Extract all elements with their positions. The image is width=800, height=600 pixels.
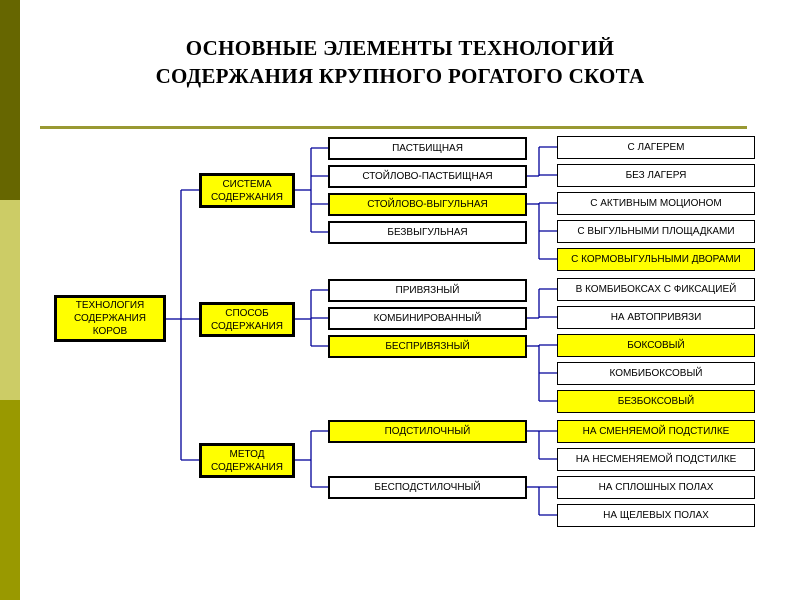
detail-label: БОКСОВЫЙ — [627, 340, 685, 351]
decorative-sidebar — [0, 0, 20, 600]
subtype-node: ПАСТБИЩНАЯ — [328, 137, 527, 160]
subtype-label: БЕСПРИВЯЗНЫЙ — [385, 341, 470, 352]
title-line-2: СОДЕРЖАНИЯ КРУПНОГО РОГАТОГО СКОТА — [155, 64, 645, 88]
detail-node: БОКСОВЫЙ — [557, 334, 755, 357]
detail-node: С АКТИВНЫМ МОЦИОНОМ — [557, 192, 755, 215]
subtype-node: КОМБИНИРОВАННЫЙ — [328, 307, 527, 330]
detail-node: С КОРМОВЫГУЛЬНЫМИ ДВОРАМИ — [557, 248, 755, 271]
subtype-label: КОМБИНИРОВАННЫЙ — [373, 313, 482, 324]
detail-label: С АКТИВНЫМ МОЦИОНОМ — [590, 198, 722, 209]
detail-node: БЕЗ ЛАГЕРЯ — [557, 164, 755, 187]
detail-label: НА СМЕНЯЕМОЙ ПОДСТИЛКЕ — [582, 426, 730, 437]
root-label-line: КОРОВ — [92, 326, 128, 337]
subtype-label: БЕЗВЫГУЛЬНАЯ — [387, 227, 468, 238]
detail-node: БЕЗБОКСОВЫЙ — [557, 390, 755, 413]
category-node-bedding-method: МЕТОД СОДЕРЖАНИЯ — [199, 443, 295, 478]
detail-node: КОМБИБОКСОВЫЙ — [557, 362, 755, 385]
detail-label: С КОРМОВЫГУЛЬНЫМИ ДВОРАМИ — [571, 254, 741, 265]
detail-node: НА АВТОПРИВЯЗИ — [557, 306, 755, 329]
root-node: ТЕХНОЛОГИЯ СОДЕРЖАНИЯ КОРОВ — [54, 295, 166, 342]
subtype-node: СТОЙЛОВО-ПАСТБИЩНАЯ — [328, 165, 527, 188]
subtype-node: БЕСПРИВЯЗНЫЙ — [328, 335, 527, 358]
detail-label: НА ЩЕЛЕВЫХ ПОЛАХ — [603, 510, 709, 521]
detail-label: С ЛАГЕРЕМ — [627, 142, 685, 153]
category-node-method-of-keeping: СПОСОБ СОДЕРЖАНИЯ — [199, 302, 295, 337]
detail-label: В КОМБИБОКСАХ С ФИКСАЦИЕЙ — [575, 284, 737, 295]
sidebar-segment-top — [0, 0, 20, 200]
subtype-label: СТОЙЛОВО-ВЫГУЛЬНАЯ — [367, 199, 488, 210]
detail-label: НА АВТОПРИВЯЗИ — [610, 312, 702, 323]
subtype-node: БЕСПОДСТИЛОЧНЫЙ — [328, 476, 527, 499]
detail-label: НА СПЛОШНЫХ ПОЛАХ — [598, 482, 714, 493]
root-label-line: СОДЕРЖАНИЯ — [73, 313, 147, 324]
category-label-line: СИСТЕМА — [222, 178, 272, 190]
detail-node: НА СМЕНЯЕМОЙ ПОДСТИЛКЕ — [557, 420, 755, 443]
subtype-node: ПОДСТИЛОЧНЫЙ — [328, 420, 527, 443]
detail-label: НА НЕСМЕНЯЕМОЙ ПОДСТИЛКЕ — [575, 454, 737, 465]
detail-node: С ЛАГЕРЕМ — [557, 136, 755, 159]
subtype-node: СТОЙЛОВО-ВЫГУЛЬНАЯ — [328, 193, 527, 216]
subtype-node: ПРИВЯЗНЫЙ — [328, 279, 527, 302]
detail-node: НА НЕСМЕНЯЕМОЙ ПОДСТИЛКЕ — [557, 448, 755, 471]
subtype-label: ПРИВЯЗНЫЙ — [395, 285, 460, 296]
category-label-line: СОДЕРЖАНИЯ — [210, 461, 284, 473]
detail-node: НА СПЛОШНЫХ ПОЛАХ — [557, 476, 755, 499]
detail-label: БЕЗБОКСОВЫЙ — [617, 396, 695, 407]
subtype-label: БЕСПОДСТИЛОЧНЫЙ — [374, 482, 481, 493]
detail-node: В КОМБИБОКСАХ С ФИКСАЦИЕЙ — [557, 278, 755, 301]
subtype-label: ПАСТБИЩНАЯ — [392, 143, 463, 154]
sidebar-segment-bottom — [0, 400, 20, 600]
detail-label: КОМБИБОКСОВЫЙ — [609, 368, 703, 379]
subtype-label: СТОЙЛОВО-ПАСТБИЩНАЯ — [362, 171, 493, 182]
category-label-line: СПОСОБ — [225, 307, 269, 319]
detail-node: НА ЩЕЛЕВЫХ ПОЛАХ — [557, 504, 755, 527]
category-label-line: СОДЕРЖАНИЯ — [210, 320, 284, 332]
category-label-line: МЕТОД — [229, 448, 265, 460]
root-label-line: ТЕХНОЛОГИЯ — [75, 300, 145, 311]
detail-label: БЕЗ ЛАГЕРЯ — [625, 170, 687, 181]
slide-title: ОСНОВНЫЕ ЭЛЕМЕНТЫ ТЕХНОЛОГИЙ СОДЕРЖАНИЯ … — [40, 34, 760, 90]
category-node-system: СИСТЕМА СОДЕРЖАНИЯ — [199, 173, 295, 208]
sidebar-segment-middle — [0, 200, 20, 400]
detail-label: С ВЫГУЛЬНЫМИ ПЛОЩАДКАМИ — [577, 226, 735, 237]
category-label-line: СОДЕРЖАНИЯ — [210, 191, 284, 203]
subtype-node: БЕЗВЫГУЛЬНАЯ — [328, 221, 527, 244]
subtype-label: ПОДСТИЛОЧНЫЙ — [384, 426, 471, 437]
detail-node: С ВЫГУЛЬНЫМИ ПЛОЩАДКАМИ — [557, 220, 755, 243]
title-separator — [40, 126, 747, 129]
title-line-1: ОСНОВНЫЕ ЭЛЕМЕНТЫ ТЕХНОЛОГИЙ — [185, 36, 615, 60]
